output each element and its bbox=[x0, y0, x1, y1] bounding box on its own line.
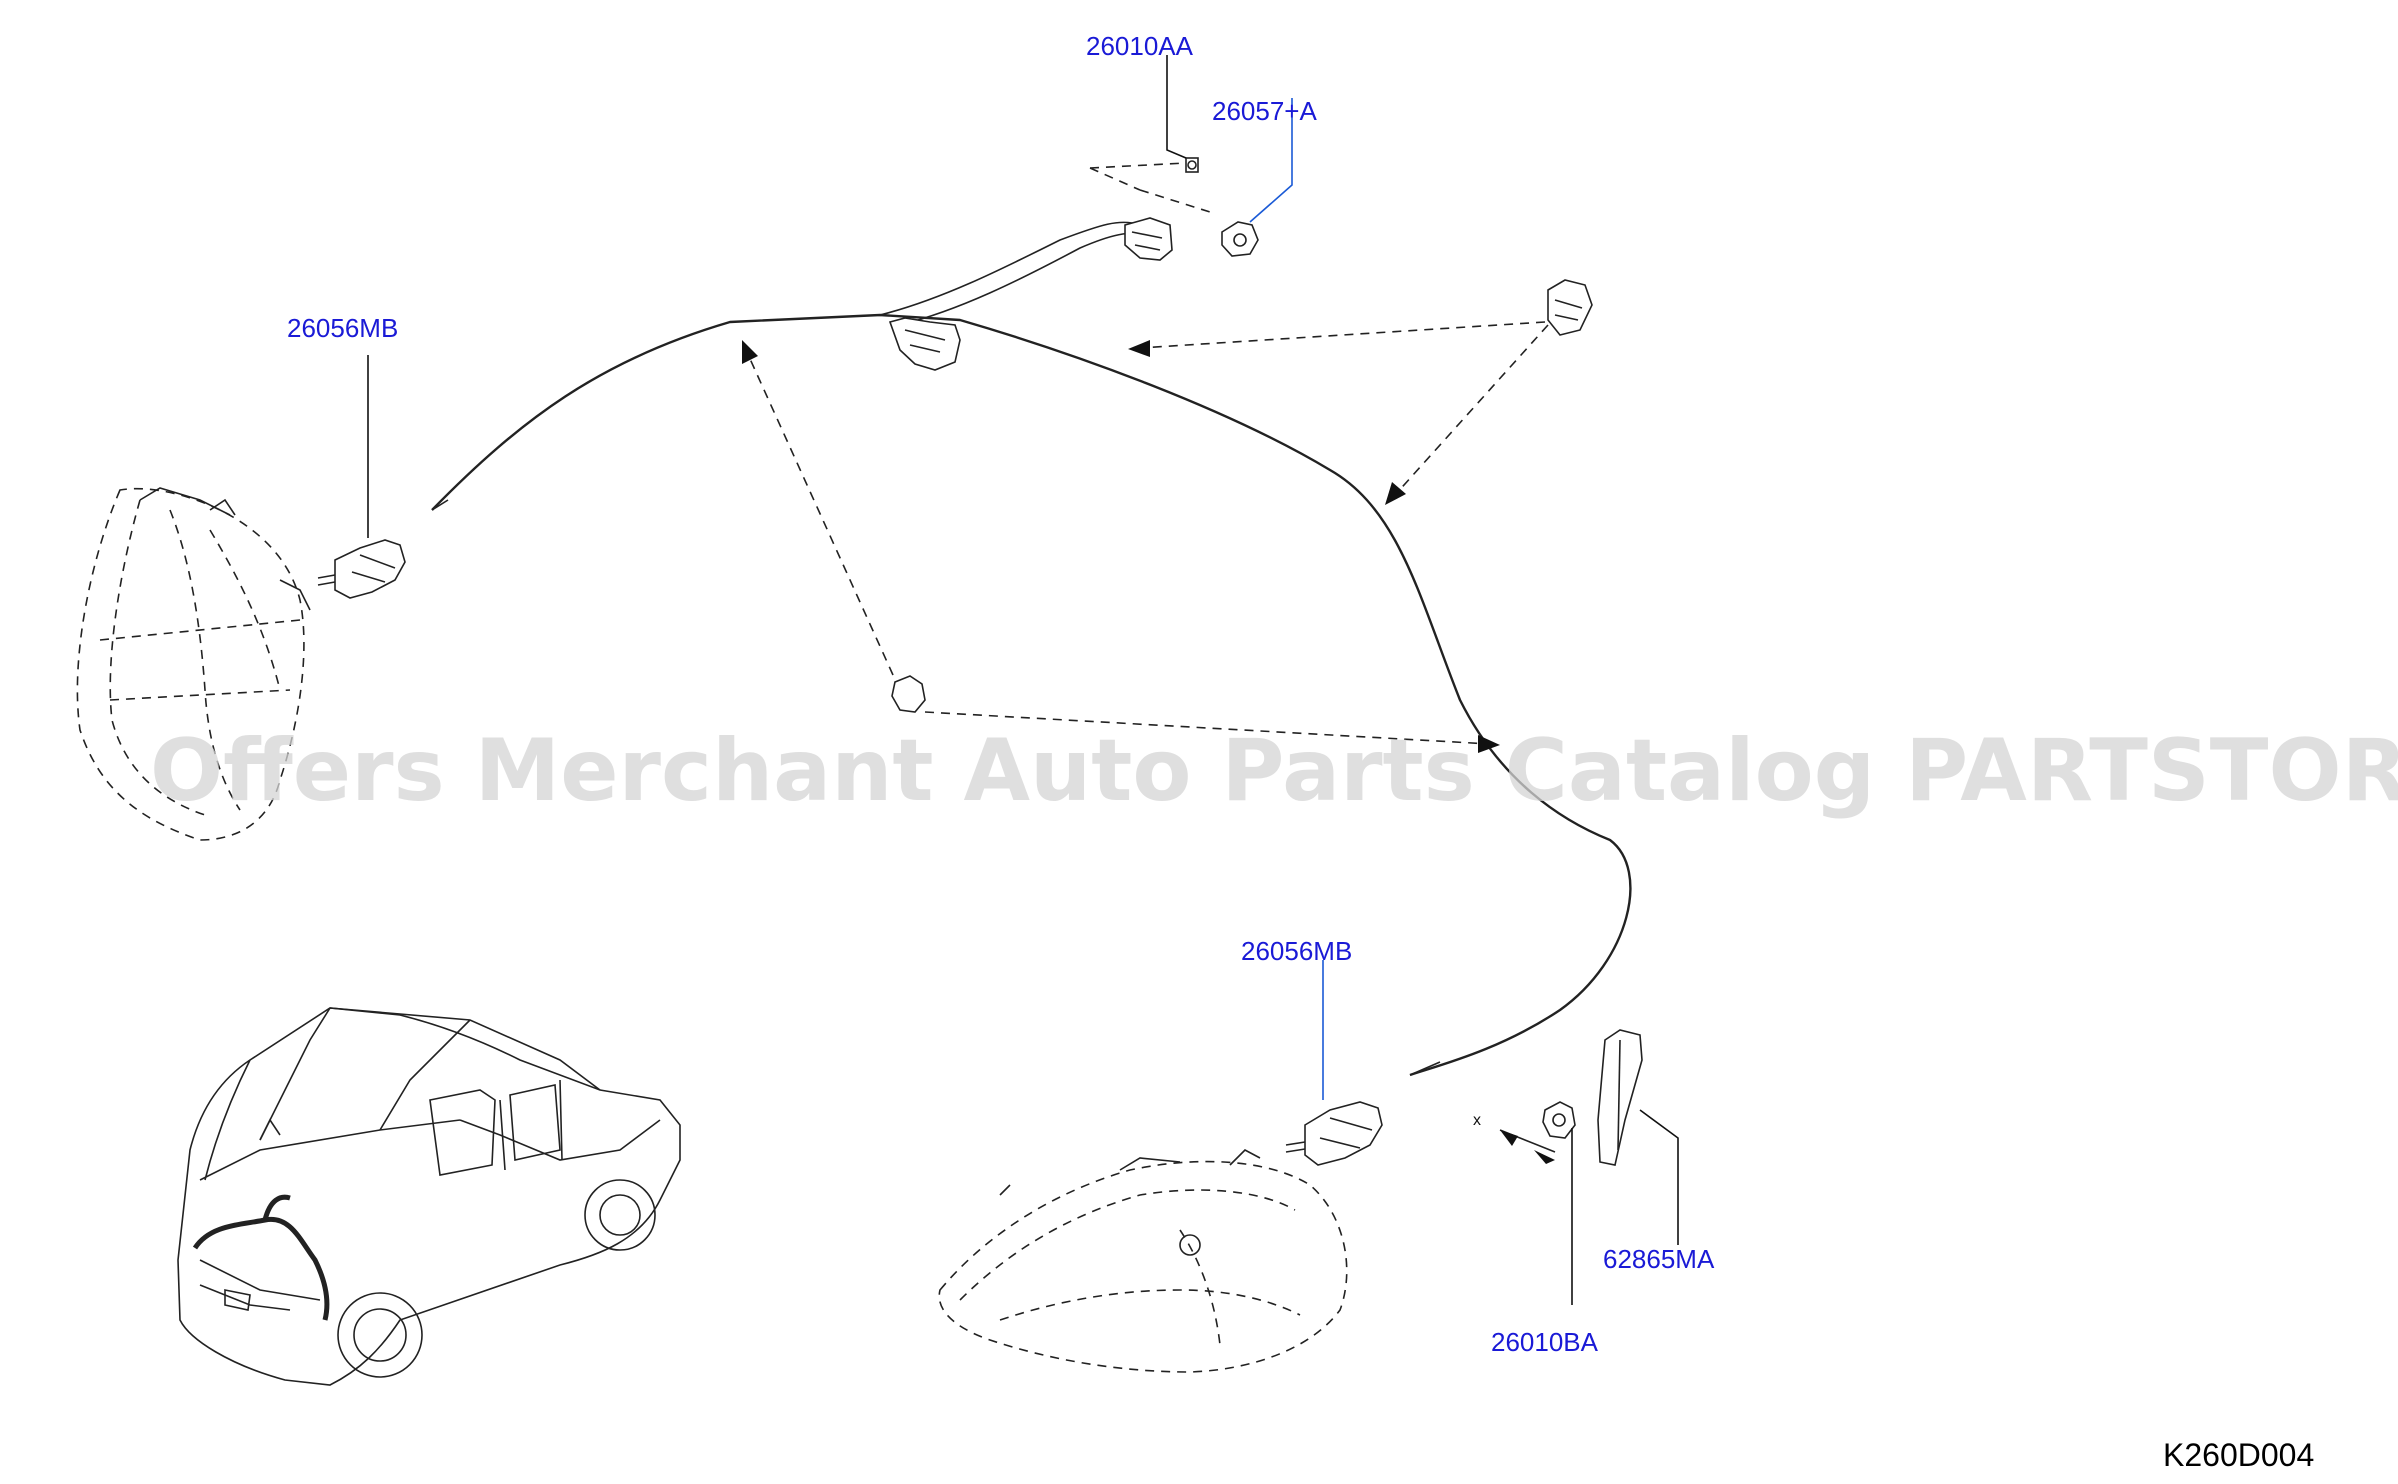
axis-arrow-a bbox=[1500, 1130, 1518, 1146]
label-26010aa[interactable]: 26010AA bbox=[1086, 31, 1194, 61]
arrow-clip-right bbox=[1478, 735, 1500, 753]
label-26056mb-left[interactable]: 26056MB bbox=[287, 313, 398, 343]
bulb-26010ba[interactable] bbox=[1542, 1101, 1576, 1139]
leader-26010aa bbox=[1166, 55, 1187, 159]
arrow-clip-b bbox=[1385, 482, 1406, 505]
label-26010ba[interactable]: 26010BA bbox=[1491, 1327, 1599, 1357]
dash-clip-right bbox=[924, 711, 1491, 745]
clip-lower-center bbox=[891, 675, 926, 713]
harness-cable bbox=[431, 221, 1632, 1077]
dash-clip-to-harness-b bbox=[1394, 324, 1549, 496]
leader-62865ma bbox=[1639, 1109, 1679, 1245]
actuator-right-26056mb[interactable] bbox=[1285, 1101, 1383, 1166]
dash-26010aa-c bbox=[1139, 189, 1211, 213]
dash-26010aa-a bbox=[1089, 162, 1187, 169]
dash-clip-up bbox=[745, 349, 894, 676]
right-headlamp bbox=[938, 1149, 1348, 1373]
leader-26057a bbox=[1249, 98, 1293, 223]
actuator-left-26056mb[interactable] bbox=[317, 539, 406, 599]
upper-connector bbox=[1124, 217, 1173, 261]
left-headlamp bbox=[76, 487, 311, 841]
axis-x-label: x bbox=[1473, 1112, 1481, 1129]
car-thumbnail bbox=[177, 1007, 681, 1386]
diagram-code: K260D004 bbox=[2163, 1437, 2314, 1473]
dash-26010aa-b bbox=[1089, 167, 1141, 191]
dash-clip-to-harness-a bbox=[1139, 321, 1546, 349]
bracket-62865ma[interactable] bbox=[1597, 1029, 1643, 1166]
arrow-clip-a bbox=[1128, 340, 1150, 357]
clip-right-top bbox=[1547, 279, 1593, 336]
junction-connector bbox=[888, 317, 961, 371]
label-26057a[interactable]: 26057+A bbox=[1212, 96, 1317, 126]
arrow-clip-up bbox=[742, 340, 758, 364]
grommet-26057a[interactable] bbox=[1221, 221, 1259, 257]
label-62865ma[interactable]: 62865MA bbox=[1603, 1244, 1715, 1274]
axis-arrow-b bbox=[1534, 1150, 1555, 1164]
label-26056mb-right[interactable]: 26056MB bbox=[1241, 936, 1352, 966]
watermark: Offers Merchant Auto Parts Catalog PARTS… bbox=[150, 721, 2398, 821]
bolt-26010aa[interactable] bbox=[1185, 157, 1199, 173]
